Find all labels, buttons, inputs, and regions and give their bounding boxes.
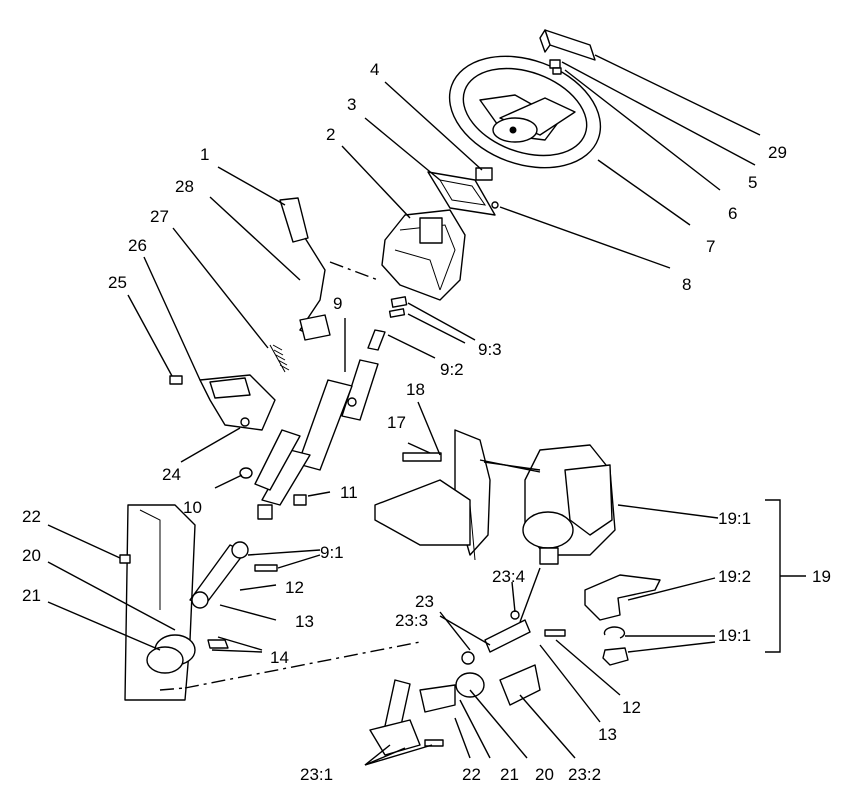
callout-1: 1 xyxy=(200,145,209,164)
frame-bracket xyxy=(374,429,491,561)
column-housing xyxy=(381,209,466,301)
callout-8: 8 xyxy=(682,275,691,294)
leader-lines xyxy=(47,54,806,766)
steering-wheel xyxy=(448,55,602,169)
horn-cap xyxy=(539,29,596,61)
bushing xyxy=(390,296,408,308)
callout-24: 24 xyxy=(162,465,181,484)
callout-21b: 21 xyxy=(500,765,519,784)
nut-washer xyxy=(549,59,562,75)
callout-19: 19 xyxy=(812,567,831,586)
callout-11: 11 xyxy=(340,483,358,502)
hub-nut xyxy=(475,167,493,181)
castle-nut xyxy=(602,647,629,666)
bolt-25 xyxy=(169,375,183,385)
steering-gearbox xyxy=(522,444,616,565)
callout-25: 25 xyxy=(108,273,127,292)
callout-12a: 12 xyxy=(285,578,304,597)
callout-13a: 13 xyxy=(295,612,314,631)
callout-7: 7 xyxy=(706,237,715,256)
callout-23-2: 23:2 xyxy=(568,765,601,784)
callout-labels: 1 2 3 4 5 6 7 8 9 9:2 9:3 9:1 10 11 12 1… xyxy=(22,60,831,784)
callout-20b: 20 xyxy=(535,765,554,784)
callout-28: 28 xyxy=(175,177,194,196)
callout-14: 14 xyxy=(270,648,289,667)
intermediate-shaft xyxy=(369,610,566,756)
bolt-17 xyxy=(402,452,442,462)
callout-9: 9 xyxy=(333,294,342,313)
callout-23-3: 23:3 xyxy=(395,611,428,630)
steering-column xyxy=(254,329,386,520)
callout-4: 4 xyxy=(370,60,379,79)
retaining-ring xyxy=(603,626,626,639)
pitman-arm xyxy=(584,574,661,621)
callout-19-1b: 19:1 xyxy=(718,626,751,645)
callout-3: 3 xyxy=(347,95,356,114)
callout-21a: 21 xyxy=(22,586,41,605)
callout-19-1a: 19:1 xyxy=(718,509,751,528)
callout-9-1: 9:1 xyxy=(320,543,344,562)
callout-20a: 20 xyxy=(22,546,41,565)
tilt-lever xyxy=(279,197,331,341)
quadrant-bracket xyxy=(169,374,276,431)
callout-26: 26 xyxy=(128,236,147,255)
callout-12b: 12 xyxy=(622,698,641,717)
callout-9-3: 9:3 xyxy=(478,340,502,359)
universal-joint xyxy=(189,541,278,609)
callout-22a: 22 xyxy=(22,507,41,526)
callout-9-2: 9:2 xyxy=(440,360,464,379)
washer-10 xyxy=(239,467,253,479)
bearing-housing xyxy=(146,634,229,674)
callout-23-4: 23:4 xyxy=(492,567,525,586)
nut-11 xyxy=(293,494,307,506)
mounting-plate xyxy=(427,171,499,216)
callout-18: 18 xyxy=(406,380,425,399)
callout-23-1: 23:1 xyxy=(300,765,333,784)
bushing xyxy=(388,308,406,318)
callout-10: 10 xyxy=(183,498,202,517)
callout-6: 6 xyxy=(728,204,737,223)
callout-29: 29 xyxy=(768,143,787,162)
callout-19-2: 19:2 xyxy=(718,567,751,586)
callout-2: 2 xyxy=(326,125,335,144)
callout-23: 23 xyxy=(415,592,434,611)
callout-27: 27 xyxy=(150,207,169,226)
callout-22b: 22 xyxy=(462,765,481,784)
callout-13b: 13 xyxy=(598,725,617,744)
spring xyxy=(269,344,290,373)
callout-5: 5 xyxy=(748,173,757,192)
callout-17: 17 xyxy=(387,413,406,432)
